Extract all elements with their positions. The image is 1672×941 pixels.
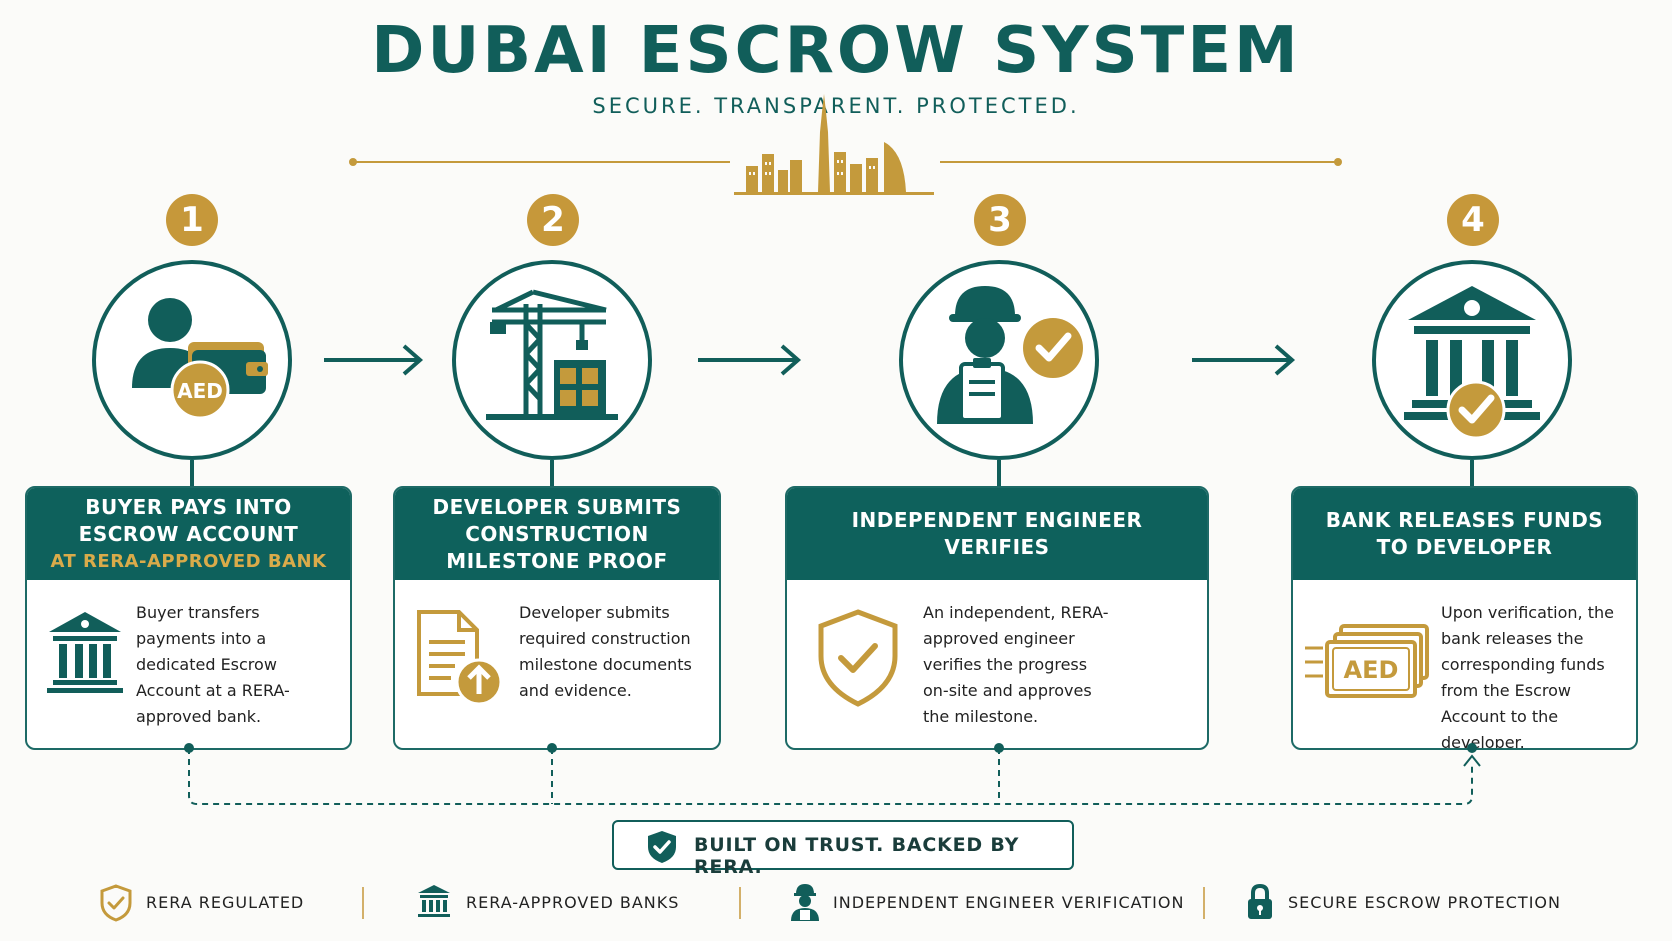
arrow-right-icon — [1192, 344, 1296, 376]
page-subtitle: SECURE. TRANSPARENT. PROTECTED. — [592, 94, 1080, 118]
step-1-icon-ring: AED — [92, 260, 292, 460]
arrow-right-icon — [324, 344, 424, 376]
document-upload-icon — [417, 610, 503, 706]
buyer-wallet-icon: AED — [132, 298, 268, 420]
cash-notes-icon: AED — [1305, 624, 1429, 698]
step-1-description: Buyer transfers payments into a dedicate… — [136, 603, 290, 726]
lock-icon — [1248, 883, 1272, 919]
feature-secure-escrow: SECURE ESCROW PROTECTION — [1288, 893, 1561, 912]
bank-icon — [47, 612, 123, 693]
step-2-number: 2 — [527, 194, 579, 246]
step-4-header: BANK RELEASES FUNDS TO DEVELOPER — [1293, 488, 1636, 580]
step-3-description: An independent, RERA-approved engineer v… — [923, 603, 1109, 726]
step-4-card: BANK RELEASES FUNDS TO DEVELOPER AED Upo… — [1291, 486, 1638, 750]
step-3-number: 3 — [974, 194, 1026, 246]
connector — [190, 460, 194, 486]
divider-line-left — [355, 161, 730, 163]
shield-check-icon — [100, 884, 132, 922]
step-3-title-line2: VERIFIES — [944, 535, 1050, 559]
feature-rera-regulated: RERA REGULATED — [146, 893, 305, 912]
engineer-icon — [937, 286, 1083, 424]
aed-badge-text: AED — [177, 379, 223, 403]
step-4-title-line2: TO DEVELOPER — [1376, 535, 1553, 559]
engineer-icon — [791, 884, 819, 921]
step-1-number: 1 — [166, 194, 218, 246]
step-1-title-line3: AT RERA-APPROVED BANK — [50, 550, 327, 572]
crane-construction-icon — [486, 289, 618, 420]
divider-dot-left — [349, 158, 357, 166]
flow-connector — [184, 743, 1481, 805]
divider-line-right — [940, 161, 1338, 163]
step-2-title-line1: DEVELOPER SUBMITS — [432, 494, 682, 519]
step-4-icon-ring — [1372, 260, 1572, 460]
step-4-title-line1: BANK RELEASES FUNDS — [1325, 508, 1604, 532]
divider-dot-right — [1334, 158, 1342, 166]
step-4-number: 4 — [1447, 194, 1499, 246]
step-1-header: BUYER PAYS INTO ESCROW ACCOUNT AT RERA-A… — [27, 488, 350, 580]
step-2-description: Developer submits required construction … — [519, 603, 692, 700]
connector — [997, 460, 1001, 486]
step-3-card: INDEPENDENT ENGINEER VERIFIES An indepen… — [785, 486, 1209, 750]
feature-independent-engineer: INDEPENDENT ENGINEER VERIFICATION — [833, 893, 1185, 912]
step-1-card: BUYER PAYS INTO ESCROW ACCOUNT AT RERA-A… — [25, 486, 352, 750]
trust-banner-text: BUILT ON TRUST. BACKED BY RERA. — [694, 834, 1020, 878]
step-3-header: INDEPENDENT ENGINEER VERIFIES — [787, 488, 1207, 580]
step-2-card: DEVELOPER SUBMITS CONSTRUCTION MILESTONE… — [393, 486, 721, 750]
step-1-title-line2: ESCROW ACCOUNT — [78, 521, 299, 546]
connector — [1470, 460, 1474, 486]
cash-aed-text: AED — [1344, 656, 1399, 684]
shield-check-icon — [648, 831, 676, 863]
step-3-title-line1: INDEPENDENT ENGINEER — [851, 508, 1143, 532]
bank-icon — [418, 885, 450, 917]
dubai-skyline-icon — [734, 94, 934, 195]
feature-divider — [1203, 887, 1205, 919]
step-2-title-line3: MILESTONE PROOF — [446, 548, 668, 573]
arrow-right-icon — [698, 344, 802, 376]
feature-divider — [362, 887, 364, 919]
feature-divider — [739, 887, 741, 919]
bank-check-icon — [1404, 286, 1540, 440]
page-title: DUBAI ESCROW SYSTEM — [371, 14, 1301, 88]
trust-banner: BUILT ON TRUST. BACKED BY RERA. — [612, 820, 1074, 878]
step-2-title-line2: CONSTRUCTION — [465, 521, 649, 546]
connector — [550, 460, 554, 486]
step-4-description: Upon verification, the bank releases the… — [1441, 603, 1614, 750]
step-1-title-line1: BUYER PAYS INTO — [85, 494, 292, 519]
feature-rera-approved-banks: RERA-APPROVED BANKS — [466, 893, 680, 912]
step-2-header: DEVELOPER SUBMITS CONSTRUCTION MILESTONE… — [395, 488, 719, 580]
step-2-icon-ring — [452, 260, 652, 460]
step-3-icon-ring — [899, 260, 1099, 460]
shield-check-icon — [818, 609, 898, 707]
